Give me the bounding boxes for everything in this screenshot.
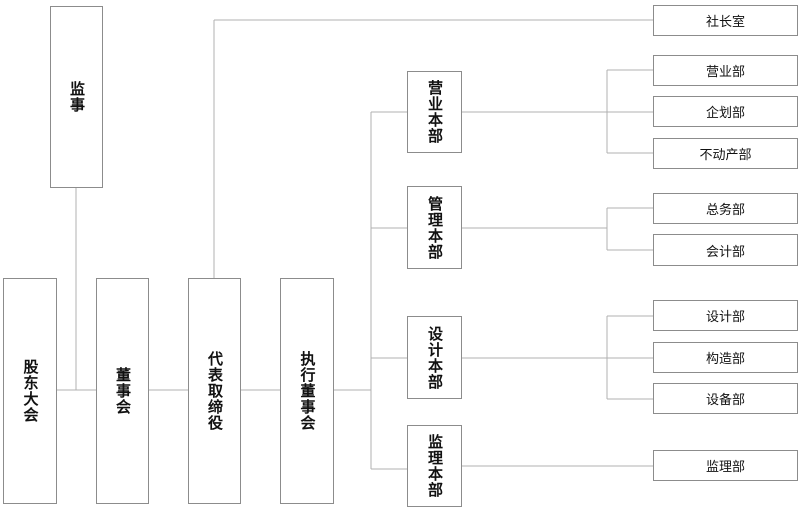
- dept-supervision-box: 监理部: [653, 450, 798, 481]
- dept-label: 设计部: [705, 310, 745, 325]
- rep-director-label: 代表取缔役: [206, 351, 224, 431]
- auditor-box: 监事: [50, 6, 103, 188]
- shareholders-box: 股东大会: [3, 278, 57, 504]
- dept-planning-box: 企划部: [653, 96, 798, 127]
- president-office-label: 社长室: [705, 15, 745, 30]
- dept-realestate-box: 不动产部: [653, 138, 798, 169]
- dept-label: 监理部: [705, 460, 745, 475]
- rep-director-box: 代表取缔役: [188, 278, 241, 504]
- dept-design-box: 设计部: [653, 300, 798, 331]
- division-sales-box: 营业本部: [407, 71, 462, 153]
- board-label: 董事会: [114, 367, 132, 415]
- dept-label: 营业部: [705, 65, 745, 80]
- president-office-box: 社长室: [653, 5, 798, 36]
- dept-label: 会计部: [705, 244, 745, 260]
- division-admin-label: 管理本部: [426, 195, 444, 260]
- dept-general-affairs-box: 总务部: [653, 193, 798, 224]
- division-supervision-label: 监理本部: [426, 434, 444, 498]
- dept-label: 总务部: [705, 203, 745, 218]
- dept-label: 设备部: [705, 393, 745, 408]
- auditor-label: 监事: [68, 81, 86, 113]
- dept-equipment-box: 设备部: [653, 383, 798, 414]
- dept-accounting-box: 会计部: [653, 234, 798, 266]
- division-design-label: 设计本部: [426, 325, 444, 390]
- dept-label: 构造部: [705, 352, 745, 367]
- shareholders-label: 股东大会: [21, 359, 40, 423]
- division-admin-box: 管理本部: [407, 186, 462, 269]
- exec-board-label: 执行董事会: [298, 351, 317, 431]
- dept-sales-box: 营业部: [653, 55, 798, 86]
- division-sales-label: 营业本部: [426, 80, 444, 144]
- exec-board-box: 执行董事会: [280, 278, 334, 504]
- dept-structure-box: 构造部: [653, 342, 798, 373]
- dept-label: 不动产部: [699, 148, 752, 163]
- dept-label: 企划部: [705, 106, 745, 121]
- division-design-box: 设计本部: [407, 316, 462, 399]
- division-supervision-box: 监理本部: [407, 425, 462, 507]
- board-box: 董事会: [96, 278, 149, 504]
